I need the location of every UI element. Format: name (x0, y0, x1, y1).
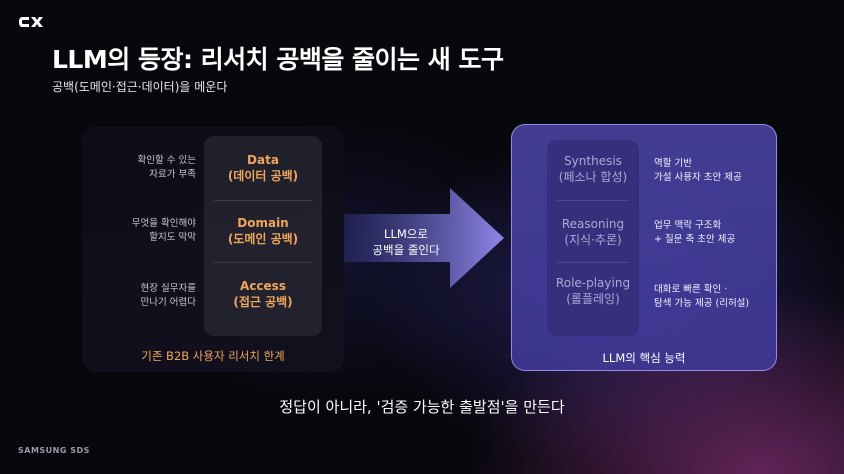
synthesis-label: Synthesis(페소나 합성) (558, 154, 628, 184)
left-gap-column (204, 136, 322, 336)
left-divider (214, 200, 312, 201)
right-panel-caption: LLM의 핵심 능력 (602, 351, 686, 365)
access-gap-label: Access(접근 공백) (233, 279, 293, 309)
reasoning-description: 업무 맥락 구조화+ 질문 축 초안 제공 (654, 220, 736, 245)
domain-gap-label: Domain(도메인 공백) (227, 216, 299, 246)
bottom-statement: 정답이 아니라, '검증 가능한 출발점'을 만든다 (279, 398, 565, 416)
right-arrow-icon (344, 188, 514, 292)
right-divider (557, 262, 629, 263)
reasoning-label: Reasoning(지식·추론) (561, 217, 625, 247)
right-divider (557, 200, 629, 201)
footer-brand: SAMSUNG SDS (18, 446, 90, 455)
brand-logo (18, 14, 44, 33)
page-title: LLM의 등장: 리서치 공백을 줄이는 새 도구 (52, 45, 504, 74)
llm-capability-column (547, 140, 639, 336)
role-playing-description: 대화로 빠른 확인 ·탐색 가능 제공 (리허설) (654, 284, 750, 309)
data-gap-label: Data(데이터 공백) (227, 153, 299, 183)
page-subtitle: 공백(도메인·접근·데이터)을 메운다 (52, 80, 228, 94)
left-divider (214, 262, 312, 263)
role-playing-label: Role-playing(롤플레잉) (555, 276, 631, 306)
left-panel-caption: 기존 B2B 사용자 리서치 한계 (141, 349, 285, 363)
